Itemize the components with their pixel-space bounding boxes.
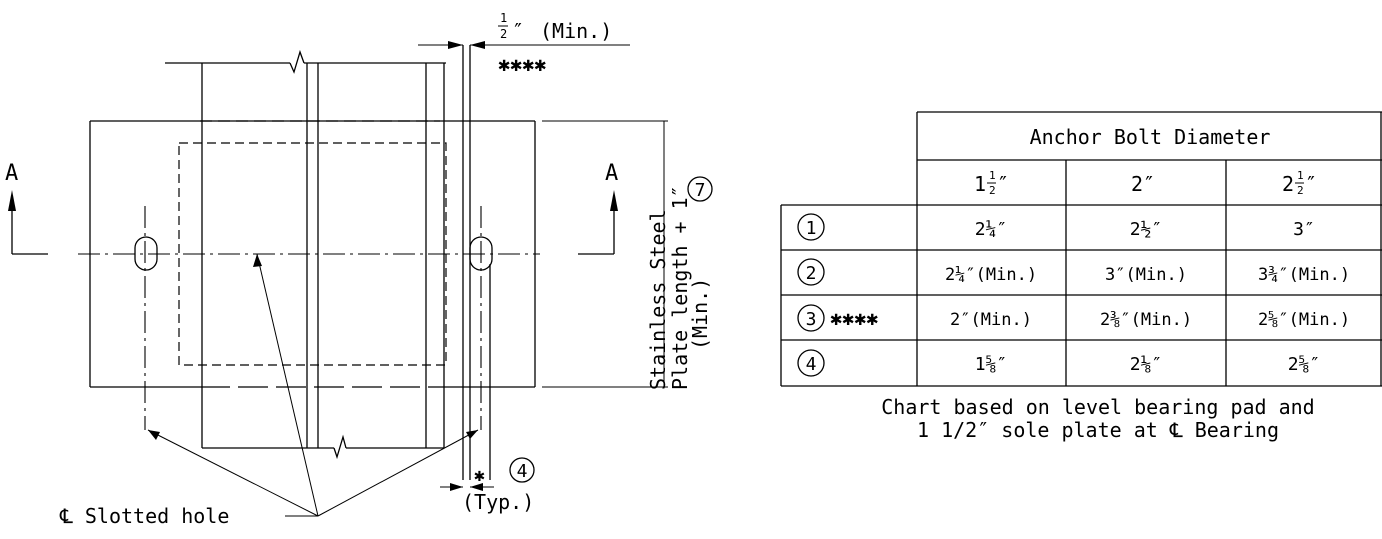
slot-leader-3-arrowhead-icon xyxy=(466,430,478,439)
cell-r4-c2: 2⅛″ xyxy=(1130,354,1163,375)
row-3-stars: ✱✱✱✱ xyxy=(830,306,878,330)
left-slotted-hole xyxy=(134,236,158,271)
cell-r1-c1: 2¼″ xyxy=(975,219,1008,240)
ref-number-4: 4 xyxy=(517,461,528,482)
cell-r3-c3: 2⅝″(Min.) xyxy=(1258,310,1350,330)
row-ref-circle-1 xyxy=(797,213,825,241)
svg-text:2″: 2″ xyxy=(1131,172,1155,196)
dim-top-arrowhead-right-icon xyxy=(470,41,485,49)
slot-leader-1-arrowhead-icon xyxy=(148,430,160,440)
row-ref-circle-4 xyxy=(797,349,825,377)
row-ref-2: 2 xyxy=(806,263,817,284)
dim-top-stars: ✱✱✱✱ xyxy=(498,52,546,76)
section-cut-right-arrow-icon xyxy=(610,190,618,211)
col-head-2: 2″ xyxy=(1131,172,1155,196)
cell-r4-c3: 2⅝″ xyxy=(1288,354,1321,375)
girder-bottom-break xyxy=(333,434,347,460)
dim-bottom-arrowhead-left-icon xyxy=(450,483,463,491)
cell-r2-c2: 3″(Min.) xyxy=(1105,265,1187,285)
slotted-hole-label: ℄ Slotted hole xyxy=(59,504,229,528)
dim-top-inch-mark: ″ xyxy=(512,19,524,43)
dim-bottom-arrowhead-right-icon xyxy=(470,483,483,491)
ref-number-7: 7 xyxy=(695,180,706,201)
cell-r1-c2: 2½″ xyxy=(1130,219,1163,240)
row-ref-3: 3 xyxy=(806,309,817,330)
svg-text:″: ″ xyxy=(1305,172,1317,196)
section-label-left: A xyxy=(5,161,18,186)
section-cut-left-arrow-icon xyxy=(8,190,16,211)
ref-circle-7 xyxy=(687,176,713,202)
dim-bottom-typ: (Typ.) xyxy=(462,490,534,514)
dim-right-text-3: (Min.) xyxy=(688,278,712,350)
row-ref-1: 1 xyxy=(806,218,817,239)
svg-text:2: 2 xyxy=(1297,184,1304,197)
table-note-line-2: 1 1/2″ sole plate at ℄ Bearing xyxy=(917,418,1279,442)
plan-view: A A 1 2 ″ (Min.) ✱✱✱✱ Stainless Steel Pl… xyxy=(5,11,713,528)
dim-top-half-denominator: 2 xyxy=(500,27,507,41)
anchor-bolt-table: Anchor Bolt Diameter 1 1 2 ″ 2″ 2 1 2 ″ … xyxy=(780,111,1382,442)
right-slotted-hole xyxy=(469,236,493,271)
row-ref-circle-3 xyxy=(797,304,825,332)
cell-r1-c3: 3″ xyxy=(1293,219,1315,240)
svg-text:1: 1 xyxy=(974,172,986,196)
slot-leader-2-arrowhead-icon xyxy=(253,254,262,267)
cell-r4-c1: 1⅝″ xyxy=(975,354,1008,375)
cell-r3-c2: 2⅜″(Min.) xyxy=(1100,310,1192,330)
dim-right-text-1: Stainless Steel xyxy=(646,209,670,390)
row-ref-4: 4 xyxy=(806,354,817,375)
slot-leader-1 xyxy=(147,429,319,517)
slot-leader-3 xyxy=(317,429,479,517)
svg-text:″: ″ xyxy=(997,172,1009,196)
svg-text:2: 2 xyxy=(1282,172,1294,196)
dim-bottom-star: ✱ xyxy=(474,465,485,486)
dim-top-half-numerator: 1 xyxy=(500,11,507,25)
svg-text:2: 2 xyxy=(989,184,996,197)
section-label-right: A xyxy=(605,161,618,186)
row-ref-circle-2 xyxy=(797,258,825,286)
svg-text:1: 1 xyxy=(989,169,996,182)
cell-r2-c3: 3¾″(Min.) xyxy=(1258,265,1350,285)
ref-circle-4 xyxy=(509,457,535,483)
table-note-line-1: Chart based on level bearing pad and xyxy=(881,395,1314,419)
dim-top-arrowhead-left-icon xyxy=(448,41,463,49)
svg-text:1: 1 xyxy=(1297,169,1304,182)
col-head-1: 1 1 2 ″ xyxy=(974,169,1009,197)
col-head-3: 2 1 2 ″ xyxy=(1282,169,1317,197)
slot-leader-2 xyxy=(256,253,319,517)
dim-top-min: (Min.) xyxy=(540,19,612,43)
cell-r3-c1: 2″(Min.) xyxy=(950,310,1032,330)
girder-top-break xyxy=(289,49,305,74)
cell-r2-c1: 2¼″(Min.) xyxy=(945,265,1037,285)
table-header: Anchor Bolt Diameter xyxy=(1030,125,1271,149)
dim-right-text-2: Plate length + 1″ xyxy=(668,185,692,390)
